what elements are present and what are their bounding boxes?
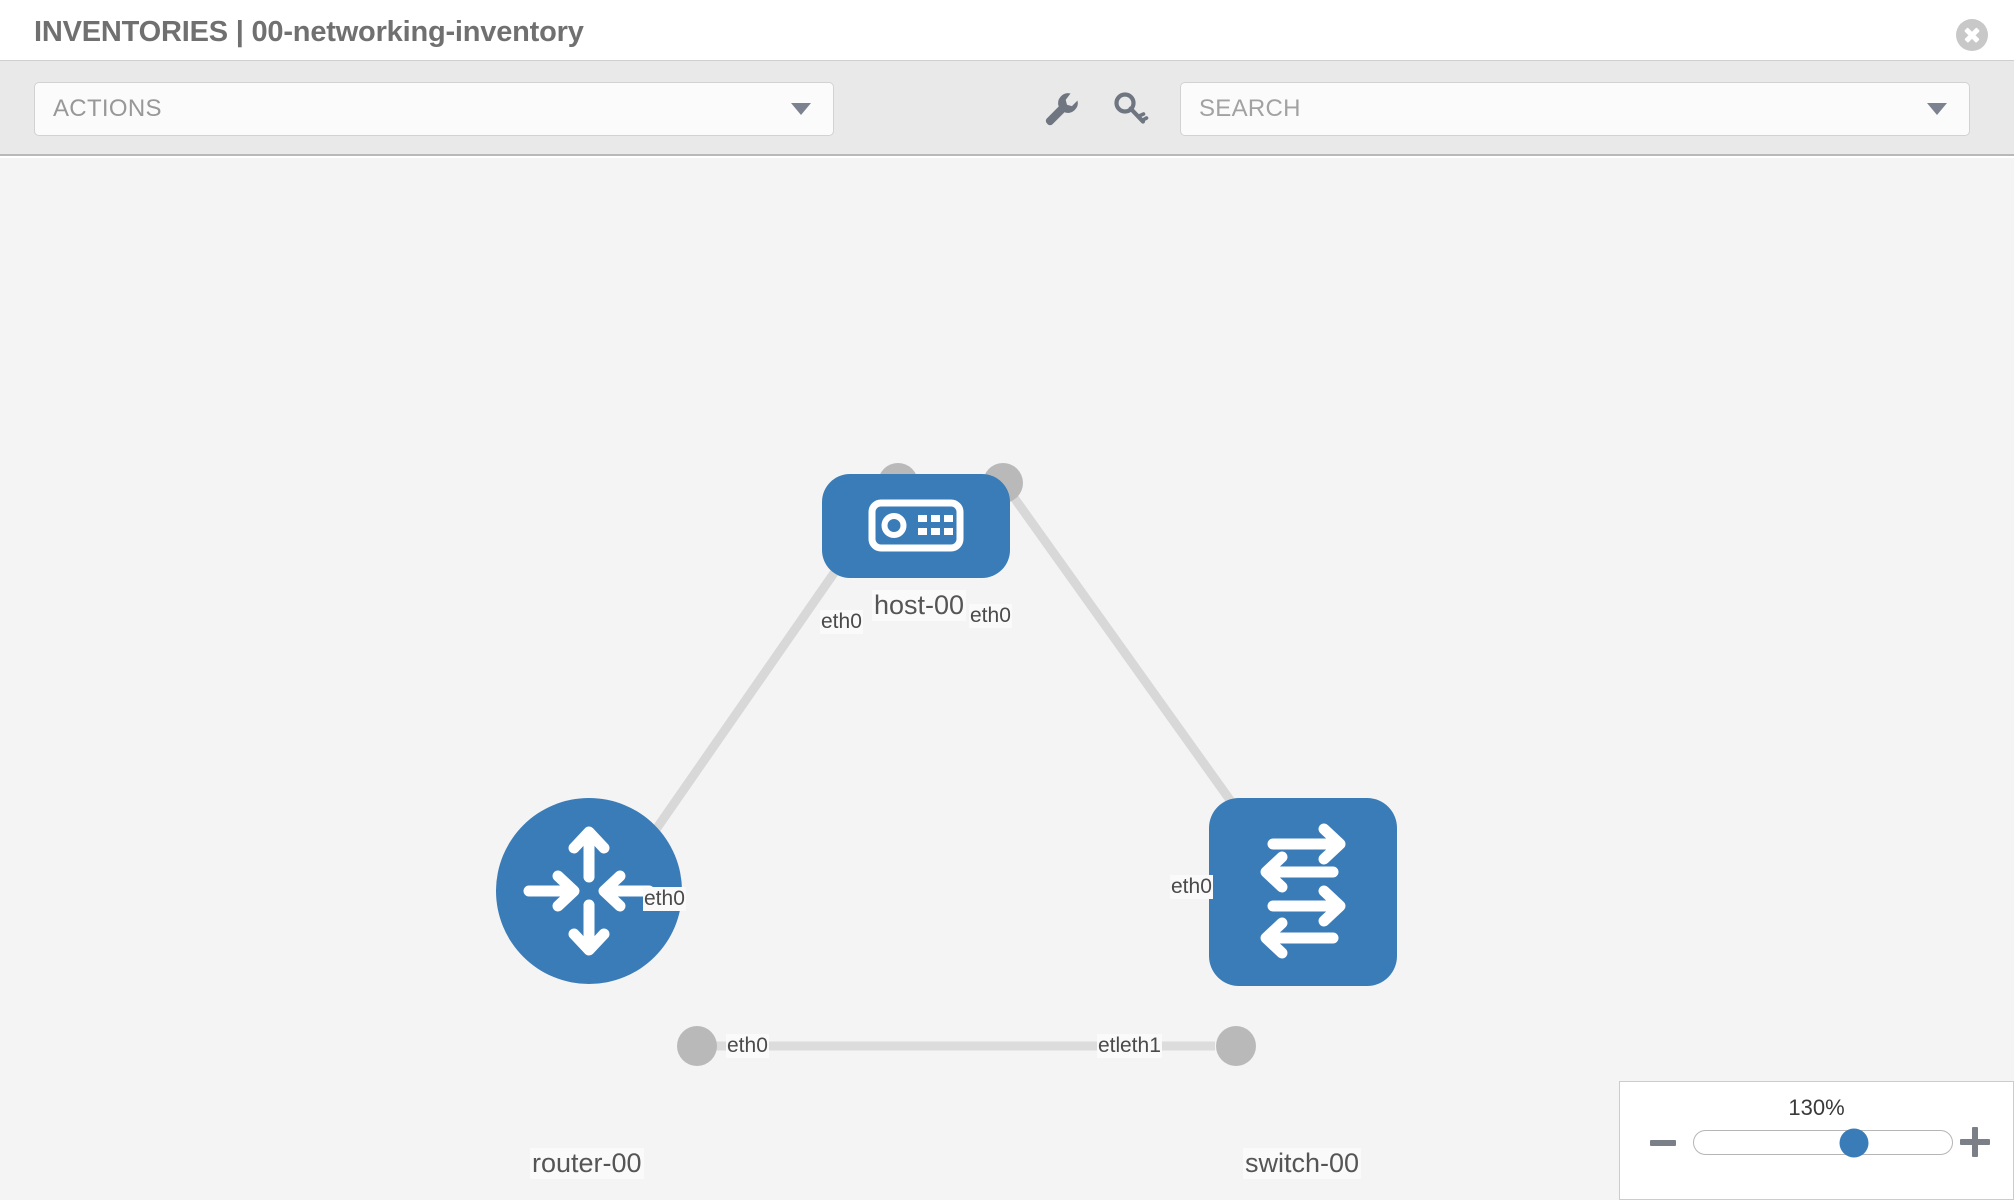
chevron-down-icon [791, 103, 811, 115]
node-label-host-00: host-00 [872, 590, 967, 621]
switch-arrows-icon [1260, 823, 1346, 959]
actions-dropdown-label: ACTIONS [53, 95, 162, 122]
port-label-host-right: eth0 [969, 604, 1012, 628]
port-label-switch-up: eth0 [1170, 875, 1213, 899]
node-router-00[interactable] [496, 798, 682, 984]
key-icon[interactable] [1108, 87, 1152, 131]
port-label-switch-left-overlap: etl [1097, 1034, 1122, 1058]
zoom-slider[interactable] [1693, 1128, 1953, 1157]
node-label-router-00: router-00 [530, 1148, 644, 1179]
router-arrows-icon [523, 826, 655, 956]
close-icon[interactable] [1956, 19, 1988, 51]
topology-graph [496, 463, 1397, 1066]
topology-canvas[interactable]: host-00 router-00 switch-00 eth0 eth0 et… [0, 158, 2014, 1200]
toolbar: ACTIONS SEARCH [0, 60, 2014, 156]
link-host-switch[interactable] [996, 475, 1254, 831]
header-bar: INVENTORIES | 00-networking-inventory [0, 0, 2014, 68]
wrench-icon-glyph [1045, 93, 1078, 126]
plus-icon-vertical [1972, 1127, 1978, 1157]
port-label-host-left: eth0 [820, 610, 863, 634]
server-icon [868, 499, 964, 552]
node-host-00[interactable] [822, 474, 1010, 578]
plus-icon[interactable] [1960, 1127, 1990, 1157]
actions-dropdown[interactable]: ACTIONS [34, 82, 834, 136]
port-label-switch-left: eth1 [1119, 1034, 1162, 1058]
search-placeholder: SEARCH [1199, 95, 1301, 122]
port-label-router-right: eth0 [726, 1034, 769, 1058]
zoom-control-panel: 130% [1619, 1081, 2014, 1200]
node-label-switch-00: switch-00 [1243, 1148, 1362, 1179]
minus-icon[interactable] [1650, 1140, 1676, 1146]
node-switch-00[interactable] [1209, 798, 1397, 986]
zoom-level-value: 130% [1788, 1095, 1845, 1120]
search-input[interactable]: SEARCH [1180, 82, 1970, 136]
key-icon-glyph [1114, 92, 1149, 124]
chevron-down-icon[interactable] [1927, 103, 1947, 115]
page-title: INVENTORIES | 00-networking-inventory [34, 16, 584, 48]
wrench-icon[interactable] [1040, 87, 1084, 131]
zoom-slider-thumb[interactable] [1839, 1128, 1869, 1157]
port-label-router-up: eth0 [643, 887, 686, 911]
